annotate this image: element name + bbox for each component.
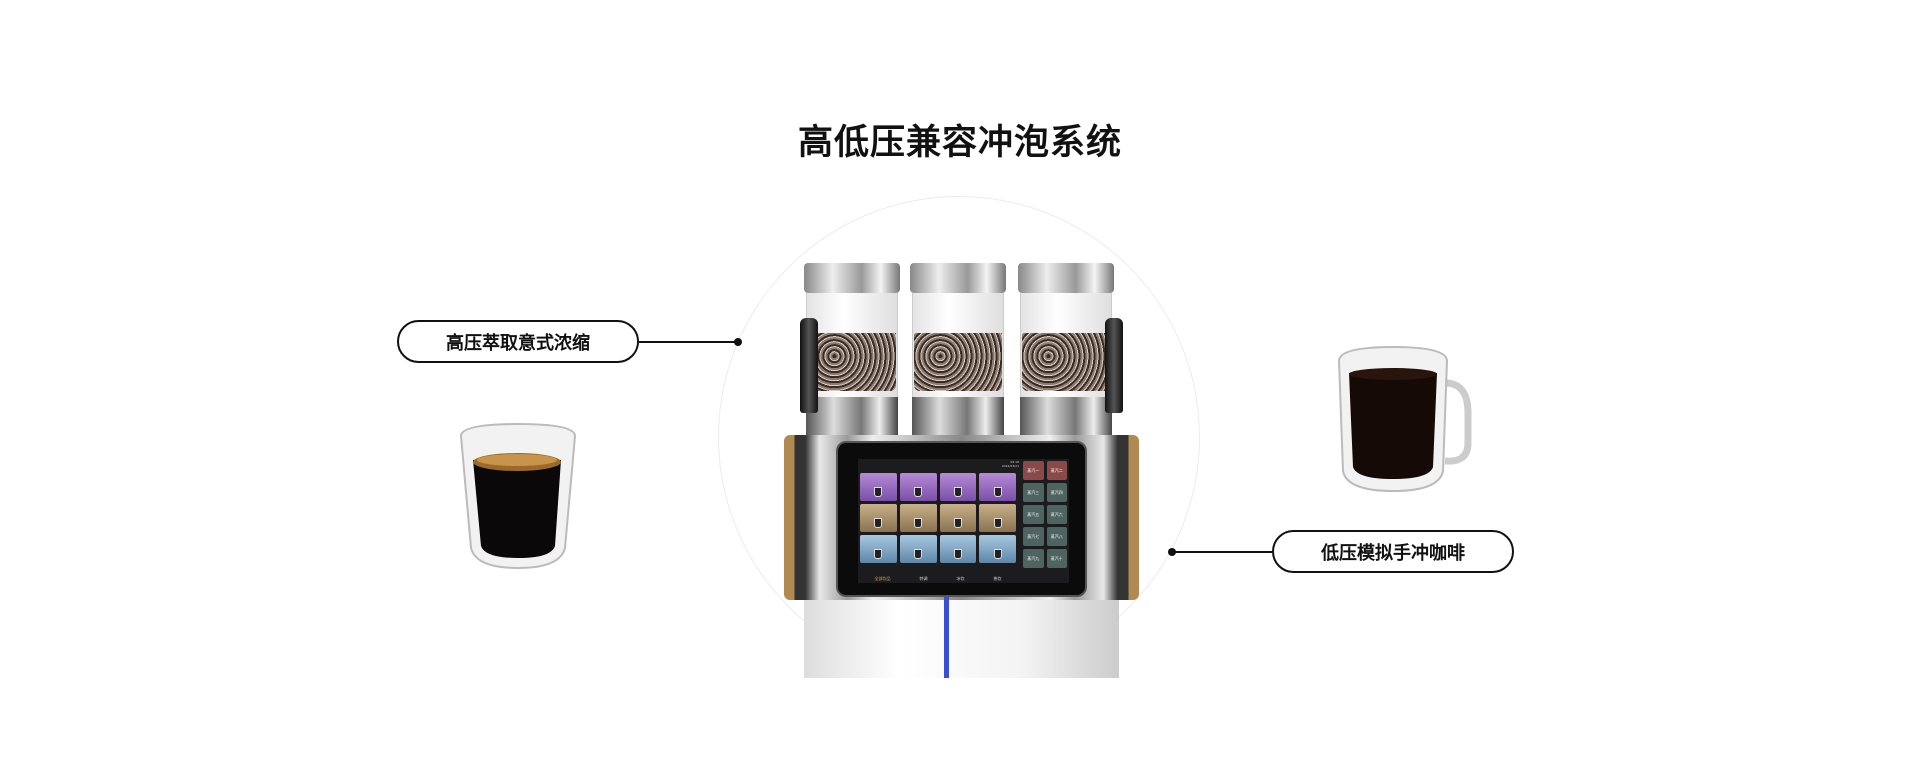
steam-button[interactable]: 蒸汽一 xyxy=(1023,461,1044,480)
drink-tile[interactable] xyxy=(860,535,897,563)
callout-line-right xyxy=(1172,551,1272,553)
steam-button[interactable]: 蒸汽六 xyxy=(1046,505,1067,524)
drink-tile[interactable] xyxy=(860,504,897,532)
steam-button[interactable]: 蒸汽三 xyxy=(1023,483,1044,502)
steam-button[interactable]: 蒸汽五 xyxy=(1023,505,1044,524)
screen-tabs: 全部饮品 特调 冰饮 热饮 xyxy=(860,576,1016,582)
bean-hopper-3 xyxy=(1014,263,1118,435)
bean-hopper-2 xyxy=(906,263,1010,435)
steam-button[interactable]: 蒸汽七 xyxy=(1023,527,1044,546)
steam-buttons: 蒸汽一 蒸汽二 蒸汽三 蒸汽四 蒸汽五 蒸汽六 蒸汽七 蒸汽八 蒸汽九 蒸汽十 xyxy=(1023,461,1067,568)
steam-button[interactable]: 蒸汽九 xyxy=(1023,549,1044,568)
low-pressure-label: 低压模拟手冲咖啡 xyxy=(1272,530,1514,573)
drip-coffee-mug-image xyxy=(1337,345,1472,493)
accent-stripe xyxy=(944,593,949,678)
steam-handle-left xyxy=(800,318,818,413)
tab-all-drinks[interactable]: 全部饮品 xyxy=(874,576,891,581)
drink-tile[interactable] xyxy=(979,535,1016,563)
drink-tile[interactable] xyxy=(939,473,977,501)
drink-tile[interactable] xyxy=(899,535,937,563)
steam-button[interactable]: 蒸汽二 xyxy=(1046,461,1067,480)
tab-special[interactable]: 特调 xyxy=(919,576,928,581)
bean-hopper-1 xyxy=(800,263,904,435)
screen-date: 2024/03/21 xyxy=(1001,464,1019,468)
drink-tile[interactable] xyxy=(939,504,977,532)
tab-iced[interactable]: 冰饮 xyxy=(956,576,965,581)
drink-tile[interactable] xyxy=(860,473,897,501)
steam-button[interactable]: 蒸汽八 xyxy=(1046,527,1067,546)
drink-tile[interactable] xyxy=(899,504,937,532)
callout-dot-right xyxy=(1168,548,1176,556)
drink-tile[interactable] xyxy=(979,504,1016,532)
machine-base xyxy=(804,600,1119,678)
drink-tile[interactable] xyxy=(899,473,937,501)
steam-button[interactable]: 蒸汽四 xyxy=(1046,483,1067,502)
screen-time: 09:18 xyxy=(1010,460,1019,464)
callout-line-left xyxy=(639,341,738,343)
page-title: 高低压兼容冲泡系统 xyxy=(797,123,1122,163)
drink-grid xyxy=(860,473,1016,563)
steam-button[interactable]: 蒸汽十 xyxy=(1046,549,1067,568)
tab-hot[interactable]: 热饮 xyxy=(993,576,1002,581)
espresso-cup-image xyxy=(459,422,577,570)
high-pressure-label: 高压萃取意式浓缩 xyxy=(397,320,639,363)
callout-dot-left xyxy=(734,338,742,346)
steam-handle-right xyxy=(1105,318,1123,413)
drink-tile[interactable] xyxy=(939,535,977,563)
drink-tile[interactable] xyxy=(979,473,1016,501)
